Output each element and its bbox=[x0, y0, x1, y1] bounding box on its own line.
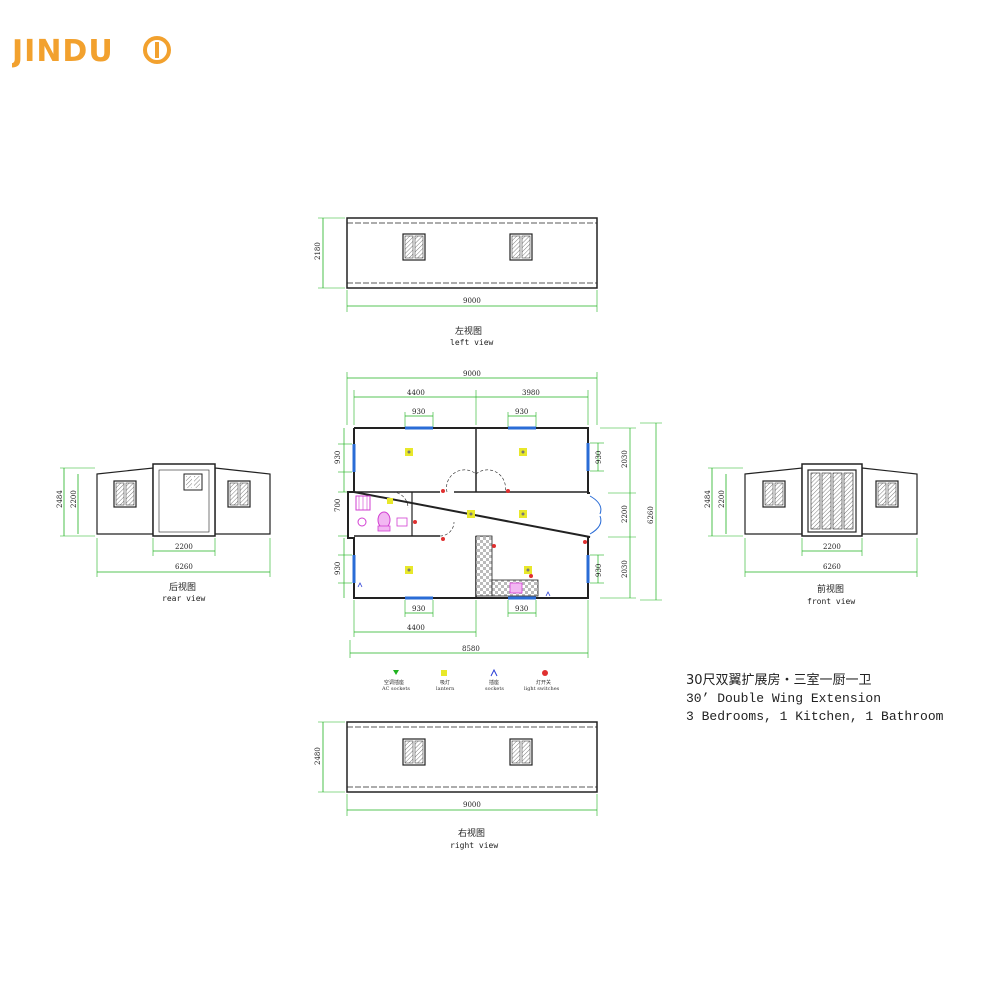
right-view-width: 9000 bbox=[463, 801, 481, 809]
rear-view: 2484 2200 2200 6260 后视图 rear view bbox=[56, 463, 271, 603]
plan-dim-right-seg-2: 2200 bbox=[621, 505, 629, 523]
front-view-title-zh: 前视图 bbox=[817, 583, 844, 595]
legend-switch-en: light switches bbox=[524, 686, 560, 692]
plan-dim-left-upper: 930 bbox=[334, 451, 342, 464]
legend-socket-en: sockets bbox=[485, 686, 504, 692]
rear-view-title-zh: 后视图 bbox=[169, 581, 196, 593]
legend-lantern-en: lantern bbox=[436, 686, 455, 692]
left-view-window-1 bbox=[402, 233, 426, 261]
entrance-door bbox=[589, 495, 602, 535]
right-view: 2480 9000 右视图 right view bbox=[314, 721, 598, 850]
plan-dim-top-total: 9000 bbox=[463, 370, 481, 378]
right-view-outline bbox=[346, 721, 598, 793]
plan-dim-bottom-left: 4400 bbox=[407, 624, 425, 632]
right-view-window-1 bbox=[402, 738, 426, 766]
right-view-height: 2480 bbox=[314, 747, 322, 765]
description-en-1: 30’ Double Wing Extension bbox=[686, 691, 882, 706]
lantern-icon bbox=[441, 670, 447, 676]
plan-lanterns bbox=[387, 448, 532, 574]
plan-dim-top-right: 3980 bbox=[522, 389, 540, 397]
rear-view-height-total: 2484 bbox=[56, 490, 64, 508]
plan-dim-left-mid: 700 bbox=[334, 499, 342, 512]
left-view-width: 9000 bbox=[463, 297, 481, 305]
plan-dim-right-upper: 930 bbox=[595, 451, 603, 464]
left-view-height: 2180 bbox=[314, 242, 322, 260]
logo-emblem-icon bbox=[143, 36, 171, 64]
plan-dim-win-top-right: 930 bbox=[515, 408, 528, 416]
plan-dim-win-top-left: 930 bbox=[412, 408, 425, 416]
legend-ac-en: AC sockets bbox=[381, 686, 410, 692]
right-view-title-zh: 右视图 bbox=[458, 827, 485, 839]
plan-dim-bottom-win-right: 930 bbox=[515, 605, 528, 613]
front-view-title-en: front view bbox=[807, 597, 855, 606]
front-view-window-left bbox=[762, 480, 786, 508]
plan-dim-right-total: 6260 bbox=[647, 506, 655, 524]
front-view-height-total: 2484 bbox=[704, 490, 712, 508]
socket-icon bbox=[490, 668, 498, 677]
floor-plan: 9000 4400 3980 930 930 bbox=[334, 370, 662, 658]
left-view-title-en: left view bbox=[450, 338, 494, 347]
plan-dim-right-seg-1: 2030 bbox=[621, 450, 629, 468]
left-view-outline bbox=[346, 217, 598, 289]
front-view-width-total: 6260 bbox=[823, 563, 841, 571]
front-view-width-mid: 2200 bbox=[823, 543, 841, 551]
legend-socket-zh: 插座 bbox=[489, 679, 499, 686]
plan-dim-left-lower: 930 bbox=[334, 562, 342, 575]
plan-dim-bottom-total: 8580 bbox=[462, 645, 480, 653]
logo-text: JINDU bbox=[12, 34, 114, 69]
plan-dim-bottom-win-left: 930 bbox=[412, 605, 425, 613]
rear-view-width-mid: 2200 bbox=[175, 543, 193, 551]
legend-item-switch: 灯开关 light switches bbox=[524, 670, 560, 692]
front-view-height-mid: 2200 bbox=[718, 490, 726, 508]
plan-dim-right-lower: 930 bbox=[595, 564, 603, 577]
kitchen-counter bbox=[475, 535, 539, 597]
legend: 空调插座 AC sockets 吸灯 lantern 插座 sockets 灯开… bbox=[381, 668, 560, 692]
left-view-window-2 bbox=[509, 233, 533, 261]
legend-lantern-zh: 吸灯 bbox=[440, 679, 450, 686]
legend-ac-zh: 空调插座 bbox=[384, 679, 404, 686]
description-en-2: 3 Bedrooms, 1 Kitchen, 1 Bathroom bbox=[686, 709, 944, 724]
legend-switch-zh: 灯开关 bbox=[536, 679, 551, 686]
left-view-title-zh: 左视图 bbox=[455, 325, 482, 337]
front-view: 2484 2200 2200 6260 前视图 front view bbox=[704, 463, 918, 606]
rear-view-window-left bbox=[113, 480, 137, 508]
legend-item-socket: 插座 sockets bbox=[485, 668, 504, 692]
description-zh: 30尺双翼扩展房・三室一厨一卫 bbox=[686, 673, 872, 688]
bathroom bbox=[355, 495, 408, 532]
ac-socket-icon bbox=[393, 670, 399, 675]
legend-item-ac: 空调插座 AC sockets bbox=[381, 670, 410, 692]
left-view: 2180 9000 左视图 left view bbox=[314, 217, 598, 347]
rear-view-height-mid: 2200 bbox=[70, 490, 78, 508]
plan-description: 30尺双翼扩展房・三室一厨一卫 30’ Double Wing Extensio… bbox=[686, 672, 943, 726]
rear-view-window-door bbox=[183, 473, 203, 491]
legend-item-lantern: 吸灯 lantern bbox=[436, 670, 455, 692]
right-view-title-en: right view bbox=[450, 841, 498, 850]
front-view-window-right bbox=[875, 480, 899, 508]
rear-view-title-en: rear view bbox=[162, 594, 206, 603]
rear-view-window-right bbox=[227, 480, 251, 508]
plan-switches bbox=[357, 489, 587, 597]
plan-dim-right-seg-3: 2030 bbox=[621, 560, 629, 578]
rear-view-width-total: 6260 bbox=[175, 563, 193, 571]
light-switch-icon bbox=[542, 670, 548, 676]
rear-view-center-module bbox=[152, 463, 216, 537]
jindu-logo: JINDU bbox=[12, 34, 171, 69]
plan-dim-top-left: 4400 bbox=[407, 389, 425, 397]
front-view-glass-door bbox=[807, 469, 857, 533]
right-view-window-2 bbox=[509, 738, 533, 766]
